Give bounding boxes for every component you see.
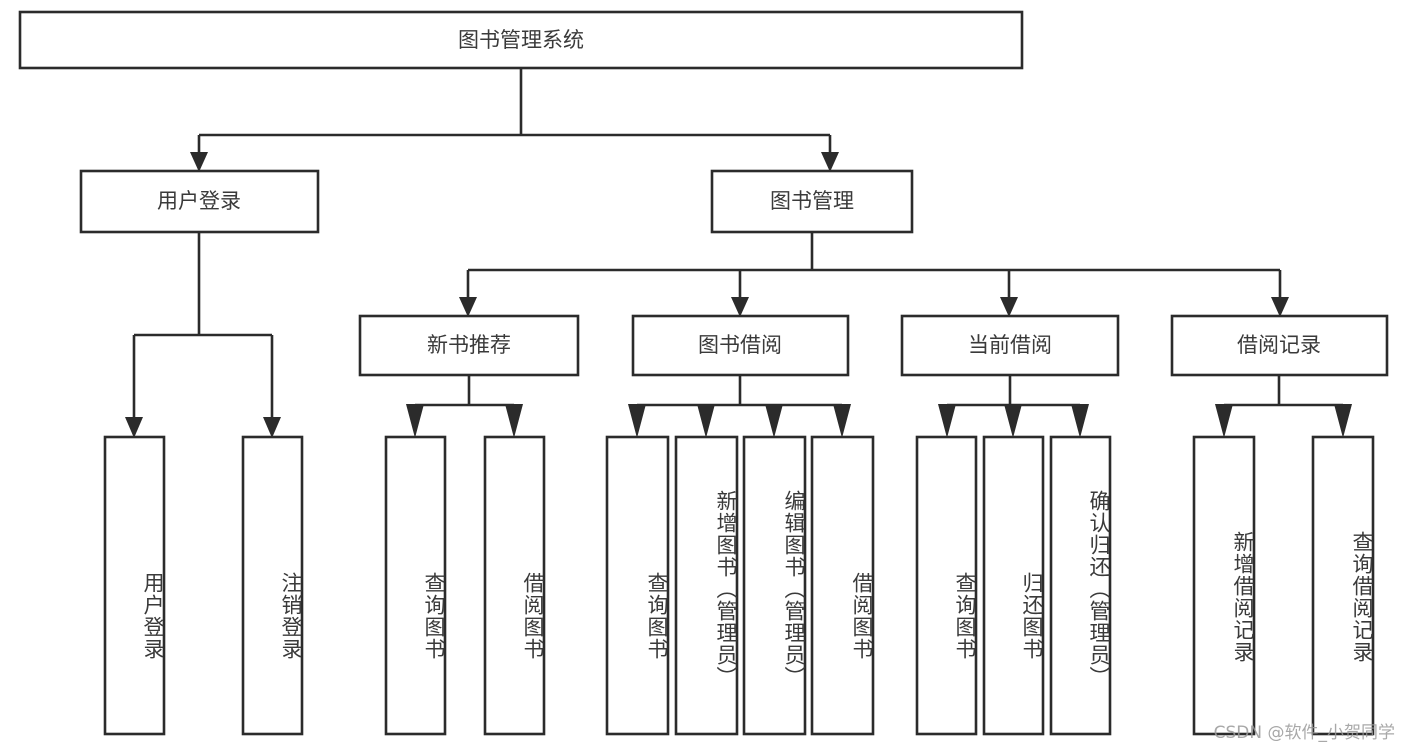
connector-book-borrow-to-leaves [628, 375, 851, 438]
node-leaf-logout[interactable] [241, 435, 304, 736]
node-leaf-query-record[interactable] [1311, 435, 1375, 736]
node-current-borrow-label: 当前借阅 [968, 333, 1052, 357]
connector-root-to-level2 [190, 68, 839, 172]
node-leaf-add-book[interactable] [674, 435, 739, 736]
connector-user-login-to-leaves [125, 232, 281, 438]
csdn-watermark: CSDN @软件_小贺同学 [1213, 723, 1395, 743]
node-borrow-record-label: 借阅记录 [1237, 333, 1321, 357]
node-book-borrow[interactable]: 图书借阅 [631, 314, 850, 377]
connector-new-book-recommend-to-leaves [406, 375, 523, 438]
connector-borrow-record-to-leaves [1215, 375, 1352, 438]
node-user-login[interactable]: 用户登录 [79, 169, 320, 234]
connector-current-borrow-to-leaves [938, 375, 1089, 438]
node-leaf-query-book-3[interactable] [915, 435, 978, 736]
node-leaf-add-record[interactable] [1192, 435, 1256, 736]
node-new-book-recommend[interactable]: 新书推荐 [358, 314, 580, 377]
node-leaf-edit-book[interactable] [742, 435, 807, 736]
node-root[interactable]: 图书管理系统 [18, 10, 1024, 70]
node-leaf-query-book-2[interactable] [605, 435, 670, 736]
node-user-login-label: 用户登录 [157, 189, 241, 213]
node-leaf-borrow-book-1[interactable] [483, 435, 546, 736]
node-book-manage-label: 图书管理 [770, 189, 854, 213]
node-book-borrow-label: 图书借阅 [698, 333, 782, 357]
connector-book-manage-to-level3 [459, 232, 1289, 317]
node-leaf-borrow-book-2[interactable] [810, 435, 875, 736]
node-leaf-confirm-return[interactable] [1049, 435, 1112, 736]
node-current-borrow[interactable]: 当前借阅 [900, 314, 1120, 377]
node-root-label: 图书管理系统 [458, 28, 584, 52]
node-leaf-return-book[interactable] [982, 435, 1045, 736]
node-leaf-query-book-1[interactable] [384, 435, 447, 736]
node-book-manage[interactable]: 图书管理 [710, 169, 914, 234]
node-new-book-recommend-label: 新书推荐 [427, 333, 511, 357]
node-leaf-user-login[interactable] [103, 435, 166, 736]
node-borrow-record[interactable]: 借阅记录 [1170, 314, 1389, 377]
